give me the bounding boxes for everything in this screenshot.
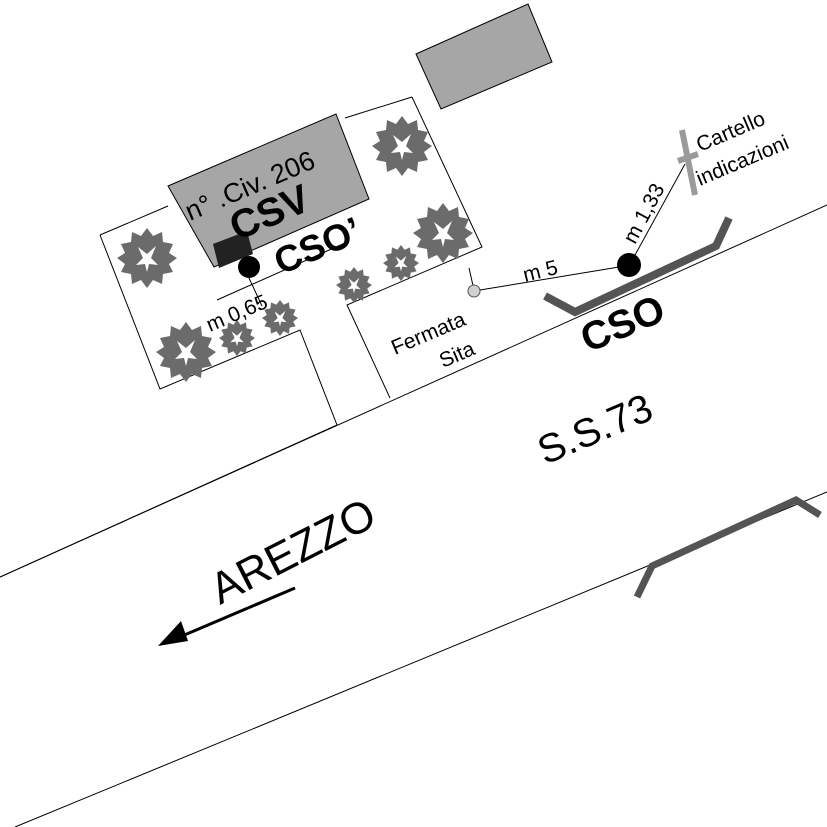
cso-marker bbox=[617, 253, 641, 277]
dist-5-line bbox=[479, 265, 626, 291]
tree-icon bbox=[372, 116, 432, 176]
cso-prime-marker bbox=[238, 256, 260, 278]
tree-icon bbox=[383, 245, 419, 281]
building-annex bbox=[415, 3, 553, 110]
csv-box bbox=[213, 231, 253, 268]
tree-icon bbox=[117, 228, 177, 288]
tree-icon bbox=[336, 267, 372, 303]
dist-133-line bbox=[634, 163, 686, 256]
building-right-edge bbox=[344, 96, 413, 119]
opposite-shelter bbox=[633, 496, 822, 599]
label-sita: Sita bbox=[436, 337, 479, 372]
building-csv bbox=[167, 113, 370, 268]
arrow-left-icon bbox=[167, 586, 296, 644]
property-boundary-mid bbox=[346, 96, 483, 399]
tree-icon bbox=[413, 203, 473, 263]
bus-stop-icon bbox=[467, 284, 481, 298]
arrow-head bbox=[158, 621, 188, 646]
label-road: S.S.73 bbox=[531, 386, 659, 473]
building-front-edge bbox=[216, 242, 346, 301]
label-direction: AREZZO bbox=[202, 489, 383, 614]
building-top-edge bbox=[99, 205, 169, 236]
tree-icon bbox=[156, 322, 216, 382]
sign-post-icon bbox=[677, 129, 699, 196]
label-cso: CSO bbox=[574, 287, 671, 361]
label-dist-133: m 1,33 bbox=[619, 180, 669, 247]
property-boundary-left bbox=[0, 234, 338, 578]
dist-065-line bbox=[248, 277, 263, 307]
label-dist-5: m 5 bbox=[521, 256, 561, 287]
cso-shelter bbox=[543, 216, 733, 317]
